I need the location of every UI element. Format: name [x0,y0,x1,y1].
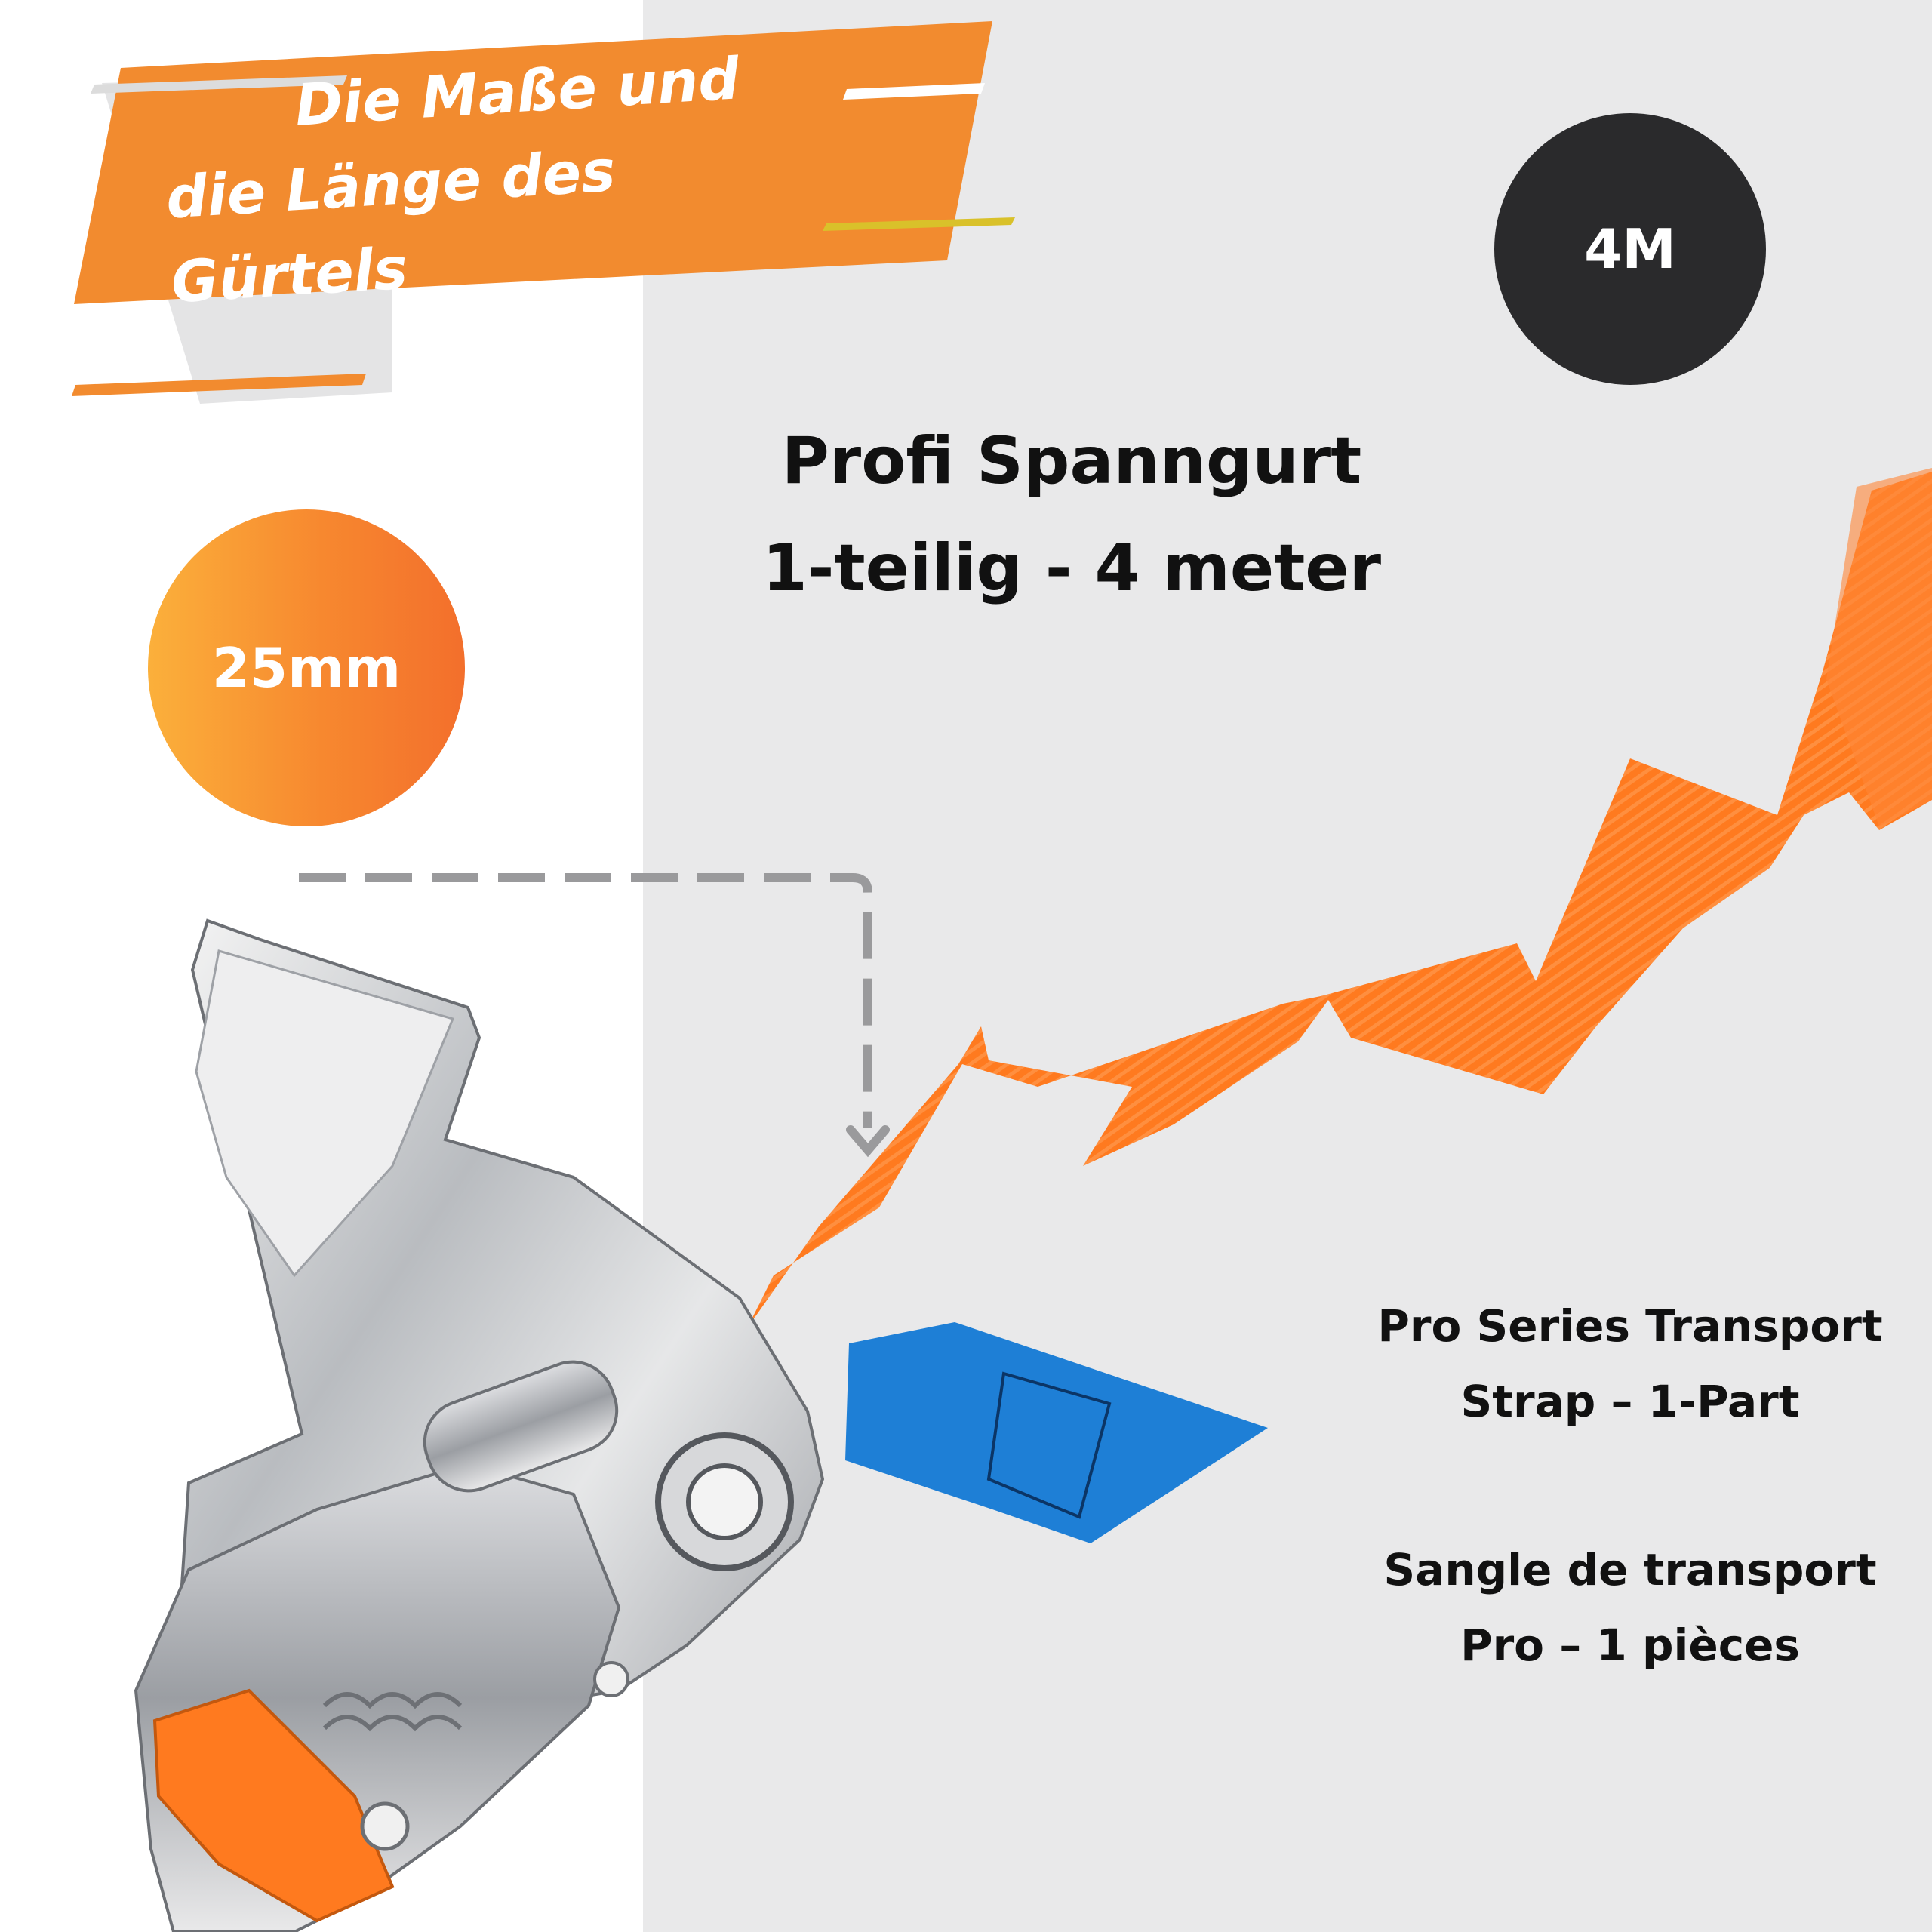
width-badge-label: 25mm [211,636,401,700]
strap-webbing [747,472,1932,1328]
description-french-line-2: Pro – 1 pièces [1460,1620,1800,1671]
description-english: Pro Series Transport Strap – 1-Part [1343,1288,1917,1439]
ratchet-roller [152,1688,395,1923]
title-banner: Die Maße und die Länge des Gürtels [0,0,1057,423]
strap-tag-label [845,1322,1268,1543]
description-french: Sangle de transport Pro – 1 pièces [1343,1532,1917,1683]
dashed-arrow-line [299,873,872,1128]
product-title: Profi Spanngurt 1-teilig - 4 meter [755,408,1389,622]
product-title-line-1: Profi Spanngurt [781,423,1362,499]
length-badge-label: 4M [1584,217,1676,281]
arrow-head-icon [846,1125,890,1158]
banner-shape [72,21,1015,404]
ratchet-spring [322,1692,463,1732]
description-english-line-1: Pro Series Transport [1377,1300,1883,1352]
width-badge: 25mm [148,509,465,826]
description-english-line-2: Strap – 1-Part [1460,1376,1800,1427]
length-badge: 4M [1494,113,1766,385]
description-french-line-1: Sangle de transport [1383,1544,1877,1595]
product-title-line-2: 1-teilig - 4 meter [761,531,1382,606]
